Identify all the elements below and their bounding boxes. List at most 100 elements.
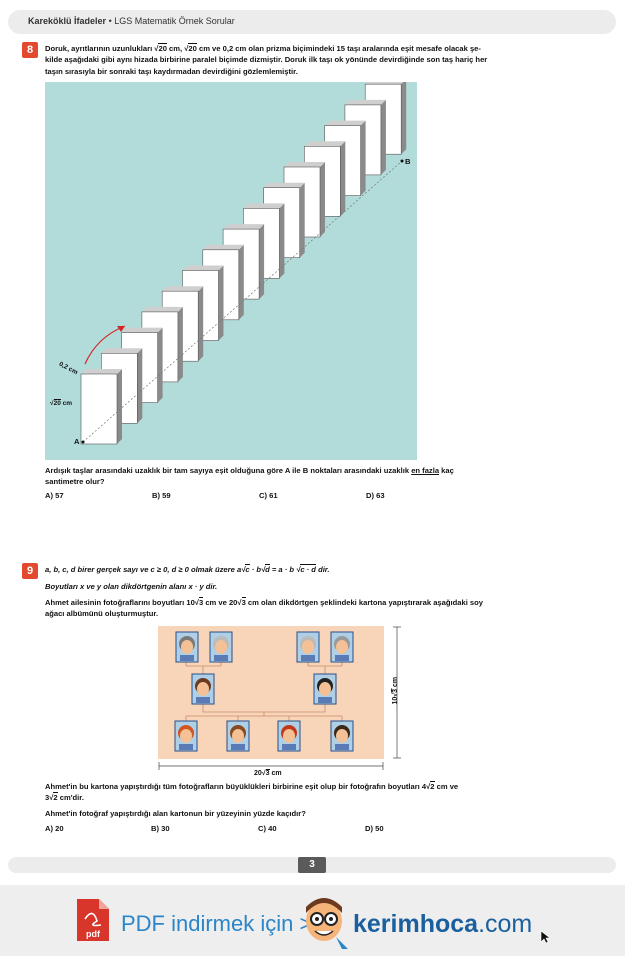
domino-top: [202, 244, 244, 250]
domino-top: [141, 306, 183, 312]
q8-text: Doruk, ayrıtlarının uzunlukları √20 cm, …: [45, 43, 488, 76]
q9-line-3: Ahmet ailesinin fotoğraflarını boyutları…: [45, 597, 483, 619]
photo-body: [301, 655, 315, 661]
photo-face: [302, 640, 314, 654]
q8-choice-c[interactable]: C) 61: [259, 491, 278, 500]
width-dimension: [158, 762, 384, 770]
q9-line-5: Ahmet'in bu kartona yapıştırdığı tüm fot…: [45, 781, 459, 803]
photo-face: [336, 729, 348, 743]
domino-side: [299, 182, 305, 258]
photo-face: [319, 682, 331, 696]
domino-side: [259, 224, 265, 300]
q9-choice-d[interactable]: D) 50: [365, 824, 384, 833]
domino-1: [80, 369, 122, 445]
photo-body: [335, 744, 349, 750]
tree-lines: [185, 662, 343, 721]
photo-face: [180, 729, 192, 743]
svg-text:pdf: pdf: [86, 929, 101, 939]
family-photo-6: [313, 673, 337, 705]
arrow-head: [117, 326, 125, 332]
question-number-9: 9: [22, 563, 38, 579]
domino-face: [80, 373, 118, 445]
header-notch: [299, 24, 313, 31]
q9-choice-a[interactable]: A) 20: [45, 824, 64, 833]
q8-choice-a[interactable]: A) 57: [45, 491, 64, 500]
measure-line: [82, 160, 403, 443]
family-photo-8: [226, 720, 250, 752]
domino-figure: [45, 82, 417, 460]
photo-face: [215, 640, 227, 654]
label-b: B: [405, 157, 411, 166]
label-a: A: [74, 437, 80, 446]
pdf-download-label[interactable]: PDF indirmek için >: [121, 911, 313, 936]
q9-line-1: a, b, c, d birer gerçek sayı ve c ≥ 0, d…: [45, 564, 330, 574]
family-photo-4: [330, 631, 354, 663]
family-tree-figure: [158, 626, 384, 759]
label-width-20r3: 20√3 cm: [254, 769, 282, 777]
point-b: [400, 159, 404, 163]
header-title: Kareköklü İfadeler: [28, 16, 107, 26]
q8-choice-b[interactable]: B) 59: [152, 491, 171, 500]
height-dimension: [393, 626, 401, 759]
domino-top: [324, 120, 366, 126]
photo-face: [232, 729, 244, 743]
family-photo-3: [296, 631, 320, 663]
domino-side: [238, 244, 244, 320]
domino-top: [182, 265, 224, 271]
label-height: √20 cm: [50, 399, 73, 407]
photo-face: [197, 682, 209, 696]
photo-body: [196, 697, 210, 703]
family-photo-2: [209, 631, 233, 663]
domino-side: [340, 141, 346, 217]
photo-body: [179, 744, 193, 750]
header-subtitle: LGS Matematik Örnek Sorular: [114, 16, 235, 26]
cursor-icon: [540, 930, 551, 944]
dominoes: [80, 82, 407, 445]
photo-body: [318, 697, 332, 703]
point-a: [81, 440, 85, 444]
family-photo-10: [330, 720, 354, 752]
q9-question: Ahmet'in fotoğraf yapıştırdığı alan kart…: [45, 809, 306, 818]
family-photo-1: [175, 631, 199, 663]
domino-side: [137, 348, 143, 424]
q9-choice-c[interactable]: C) 40: [258, 824, 277, 833]
domino-top: [101, 348, 143, 354]
mascot-icon: [306, 898, 348, 949]
q8-choice-d[interactable]: D) 63: [366, 491, 385, 500]
photo-body: [231, 744, 245, 750]
family-photo-5: [191, 673, 215, 705]
domino-side: [401, 82, 407, 155]
domino-top: [243, 203, 285, 209]
photo-body: [214, 655, 228, 661]
domino-side: [117, 369, 122, 444]
domino-top: [263, 182, 305, 188]
domino-side: [279, 203, 285, 279]
q9-line-2: Boyutları x ve y olan dikdörtgenin alanı…: [45, 582, 218, 591]
brand-logo-text[interactable]: kerimhoca.com: [353, 910, 533, 938]
domino-top: [162, 286, 204, 292]
domino-side: [177, 306, 183, 382]
domino-top: [344, 99, 386, 105]
page-number: 3: [298, 857, 326, 873]
q9-choice-b[interactable]: B) 30: [151, 824, 170, 833]
domino-top: [121, 327, 163, 333]
label-height-10r3: 10√3 cm: [391, 676, 400, 705]
domino-side: [198, 286, 204, 362]
photos: [174, 631, 354, 752]
domino-top: [365, 82, 404, 85]
domino-top: [223, 224, 265, 230]
domino-side: [218, 265, 224, 341]
header-text: Kareköklü İfadeler • LGS Matematik Örnek…: [28, 16, 235, 26]
family-photo-7: [174, 720, 198, 752]
photo-body: [180, 655, 194, 661]
q8-question: Ardışık taşlar arasındaki uzaklık bir ta…: [45, 466, 454, 487]
header-separator: •: [108, 16, 112, 26]
question-number-8: 8: [22, 42, 38, 58]
domino-side: [360, 120, 366, 196]
domino-top: [284, 162, 325, 167]
domino-top: [304, 141, 346, 147]
photo-body: [282, 744, 296, 750]
domino-side: [157, 327, 163, 403]
photo-face: [336, 640, 348, 654]
pdf-file-icon[interactable]: pdf: [75, 897, 111, 943]
